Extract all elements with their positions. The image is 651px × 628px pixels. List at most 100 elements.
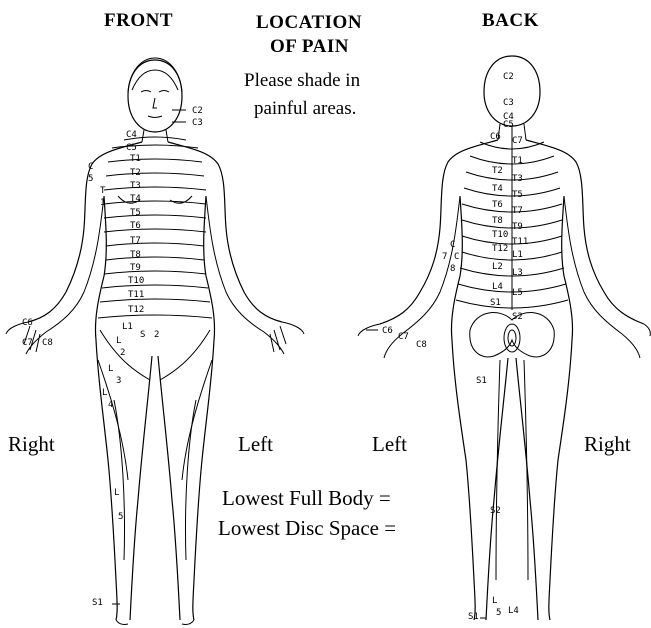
front-eyes bbox=[141, 91, 169, 93]
front-label-s2-num: 2 bbox=[154, 330, 159, 340]
front-label-t5: T5 bbox=[130, 208, 141, 218]
front-leg-line-4 bbox=[182, 360, 212, 480]
back-label-t1: T1 bbox=[512, 156, 523, 166]
front-leg-outer-left bbox=[96, 340, 117, 620]
back-label-c3: C3 bbox=[503, 98, 514, 108]
back-label-l4: L4 bbox=[492, 282, 503, 292]
front-band-t12 bbox=[98, 315, 212, 318]
front-head bbox=[128, 60, 182, 132]
back-label-t10: T10 bbox=[492, 230, 508, 240]
front-label-t2: T2 bbox=[130, 168, 141, 178]
front-band-t9 bbox=[104, 271, 206, 274]
back-label-c-arm-c: C bbox=[454, 252, 459, 262]
back-label-c2: C2 bbox=[503, 72, 514, 82]
back-sacral-ring-inner bbox=[508, 330, 516, 346]
lowest-disc-space-field[interactable]: Lowest Disc Space = bbox=[218, 516, 396, 541]
front-label-c4: C4 bbox=[126, 130, 137, 140]
back-label-s1-leg: S1 bbox=[476, 376, 487, 386]
back-label-t8: T8 bbox=[492, 216, 503, 226]
front-nose bbox=[153, 98, 157, 108]
back-label-c7-hand: C7 bbox=[398, 332, 409, 342]
front-leg-line-3 bbox=[98, 360, 128, 480]
instruction-line-1: Please shade in bbox=[244, 70, 360, 92]
back-label-c5: C5 bbox=[503, 120, 514, 130]
front-header: FRONT bbox=[104, 10, 173, 32]
front-torso-right bbox=[168, 142, 282, 322]
front-hair bbox=[128, 58, 182, 92]
back-label-l5: L5 bbox=[512, 288, 523, 298]
front-band-t11 bbox=[100, 299, 210, 302]
front-label-t9: T9 bbox=[130, 263, 141, 273]
back-label-c6-hand: C6 bbox=[382, 326, 393, 336]
back-hand-left bbox=[358, 324, 402, 358]
back-leg-outer-right bbox=[549, 340, 572, 620]
front-hand-right bbox=[264, 322, 304, 354]
front-label-t7: T7 bbox=[130, 236, 141, 246]
front-label-s2-letter: S bbox=[140, 330, 145, 340]
front-band-t2 bbox=[106, 173, 204, 176]
back-label-t5: T5 bbox=[512, 190, 523, 200]
front-label-c6: C6 bbox=[22, 318, 33, 328]
front-label-t10: T10 bbox=[128, 276, 144, 286]
back-left-label: Left bbox=[372, 432, 407, 457]
front-leg-inner-right bbox=[158, 356, 180, 620]
front-feet bbox=[116, 620, 194, 625]
back-hand-right bbox=[622, 324, 650, 358]
front-mouth bbox=[148, 116, 162, 118]
back-label-t2: T2 bbox=[492, 166, 503, 176]
front-inner-arm-right bbox=[206, 196, 264, 332]
front-label-t8: T8 bbox=[130, 250, 141, 260]
back-leg-outer-left bbox=[452, 340, 475, 620]
front-torso-left bbox=[28, 142, 142, 322]
back-label-t4: T4 bbox=[492, 184, 503, 194]
front-band-t4 bbox=[104, 201, 206, 204]
back-label-l3: L3 bbox=[512, 268, 523, 278]
front-label-t1: T1 bbox=[130, 154, 141, 164]
back-torso-left bbox=[380, 140, 498, 324]
back-label-s1-foot: S1 bbox=[468, 612, 479, 622]
front-leg-outer-right bbox=[193, 340, 214, 620]
back-label-t11: T11 bbox=[512, 237, 528, 247]
instruction-line-2: painful areas. bbox=[254, 98, 356, 120]
front-label-l2-num: 2 bbox=[120, 348, 125, 358]
back-label-s2-leg: S2 bbox=[490, 506, 501, 516]
back-label-t6: T6 bbox=[492, 200, 503, 210]
front-label-c7: C7 bbox=[22, 338, 33, 348]
front-label-t-side-num: 1 bbox=[100, 198, 105, 208]
title-line-1: LOCATION bbox=[256, 12, 362, 34]
front-band-t5 bbox=[104, 215, 206, 218]
front-label-c3: C3 bbox=[192, 118, 203, 128]
back-label-l1: L1 bbox=[512, 250, 523, 260]
back-inner-arm-right bbox=[564, 196, 622, 334]
front-label-t11: T11 bbox=[128, 290, 144, 300]
back-label-c8-hand: C8 bbox=[416, 340, 427, 350]
front-label-t12: T12 bbox=[128, 305, 144, 315]
front-band-t7 bbox=[106, 243, 204, 246]
front-inner-arm-left bbox=[46, 196, 104, 332]
front-label-l3-num: 3 bbox=[116, 376, 121, 386]
back-header: BACK bbox=[482, 10, 539, 32]
back-label-c-arm-8: 8 bbox=[450, 264, 455, 274]
front-label-l1: L1 bbox=[122, 322, 133, 332]
front-label-l5-letter: L bbox=[114, 488, 119, 498]
front-label-t6: T6 bbox=[130, 221, 141, 231]
front-label-t4: T4 bbox=[130, 194, 141, 204]
back-label-l5-foot: L bbox=[492, 596, 497, 606]
back-label-s1: S1 bbox=[490, 298, 501, 308]
front-label-t3: T3 bbox=[130, 181, 141, 191]
back-label-l5-foot-num: 5 bbox=[496, 608, 501, 618]
front-left-label: Left bbox=[238, 432, 273, 457]
front-right-label: Right bbox=[8, 432, 55, 457]
front-label-c-side-num: 5 bbox=[88, 174, 93, 184]
lowest-full-body-field[interactable]: Lowest Full Body = bbox=[222, 486, 391, 511]
front-band-c5 bbox=[112, 145, 198, 148]
front-leg-line-5 bbox=[114, 400, 125, 560]
front-label-l4-num: 4 bbox=[108, 400, 113, 410]
back-label-l2: L2 bbox=[492, 262, 503, 272]
back-label-t3: T3 bbox=[512, 174, 523, 184]
front-band-t8 bbox=[106, 257, 204, 260]
back-label-l4-foot: L4 bbox=[508, 606, 519, 616]
back-label-s2: S2 bbox=[512, 312, 523, 322]
front-label-c2: C2 bbox=[192, 106, 203, 116]
